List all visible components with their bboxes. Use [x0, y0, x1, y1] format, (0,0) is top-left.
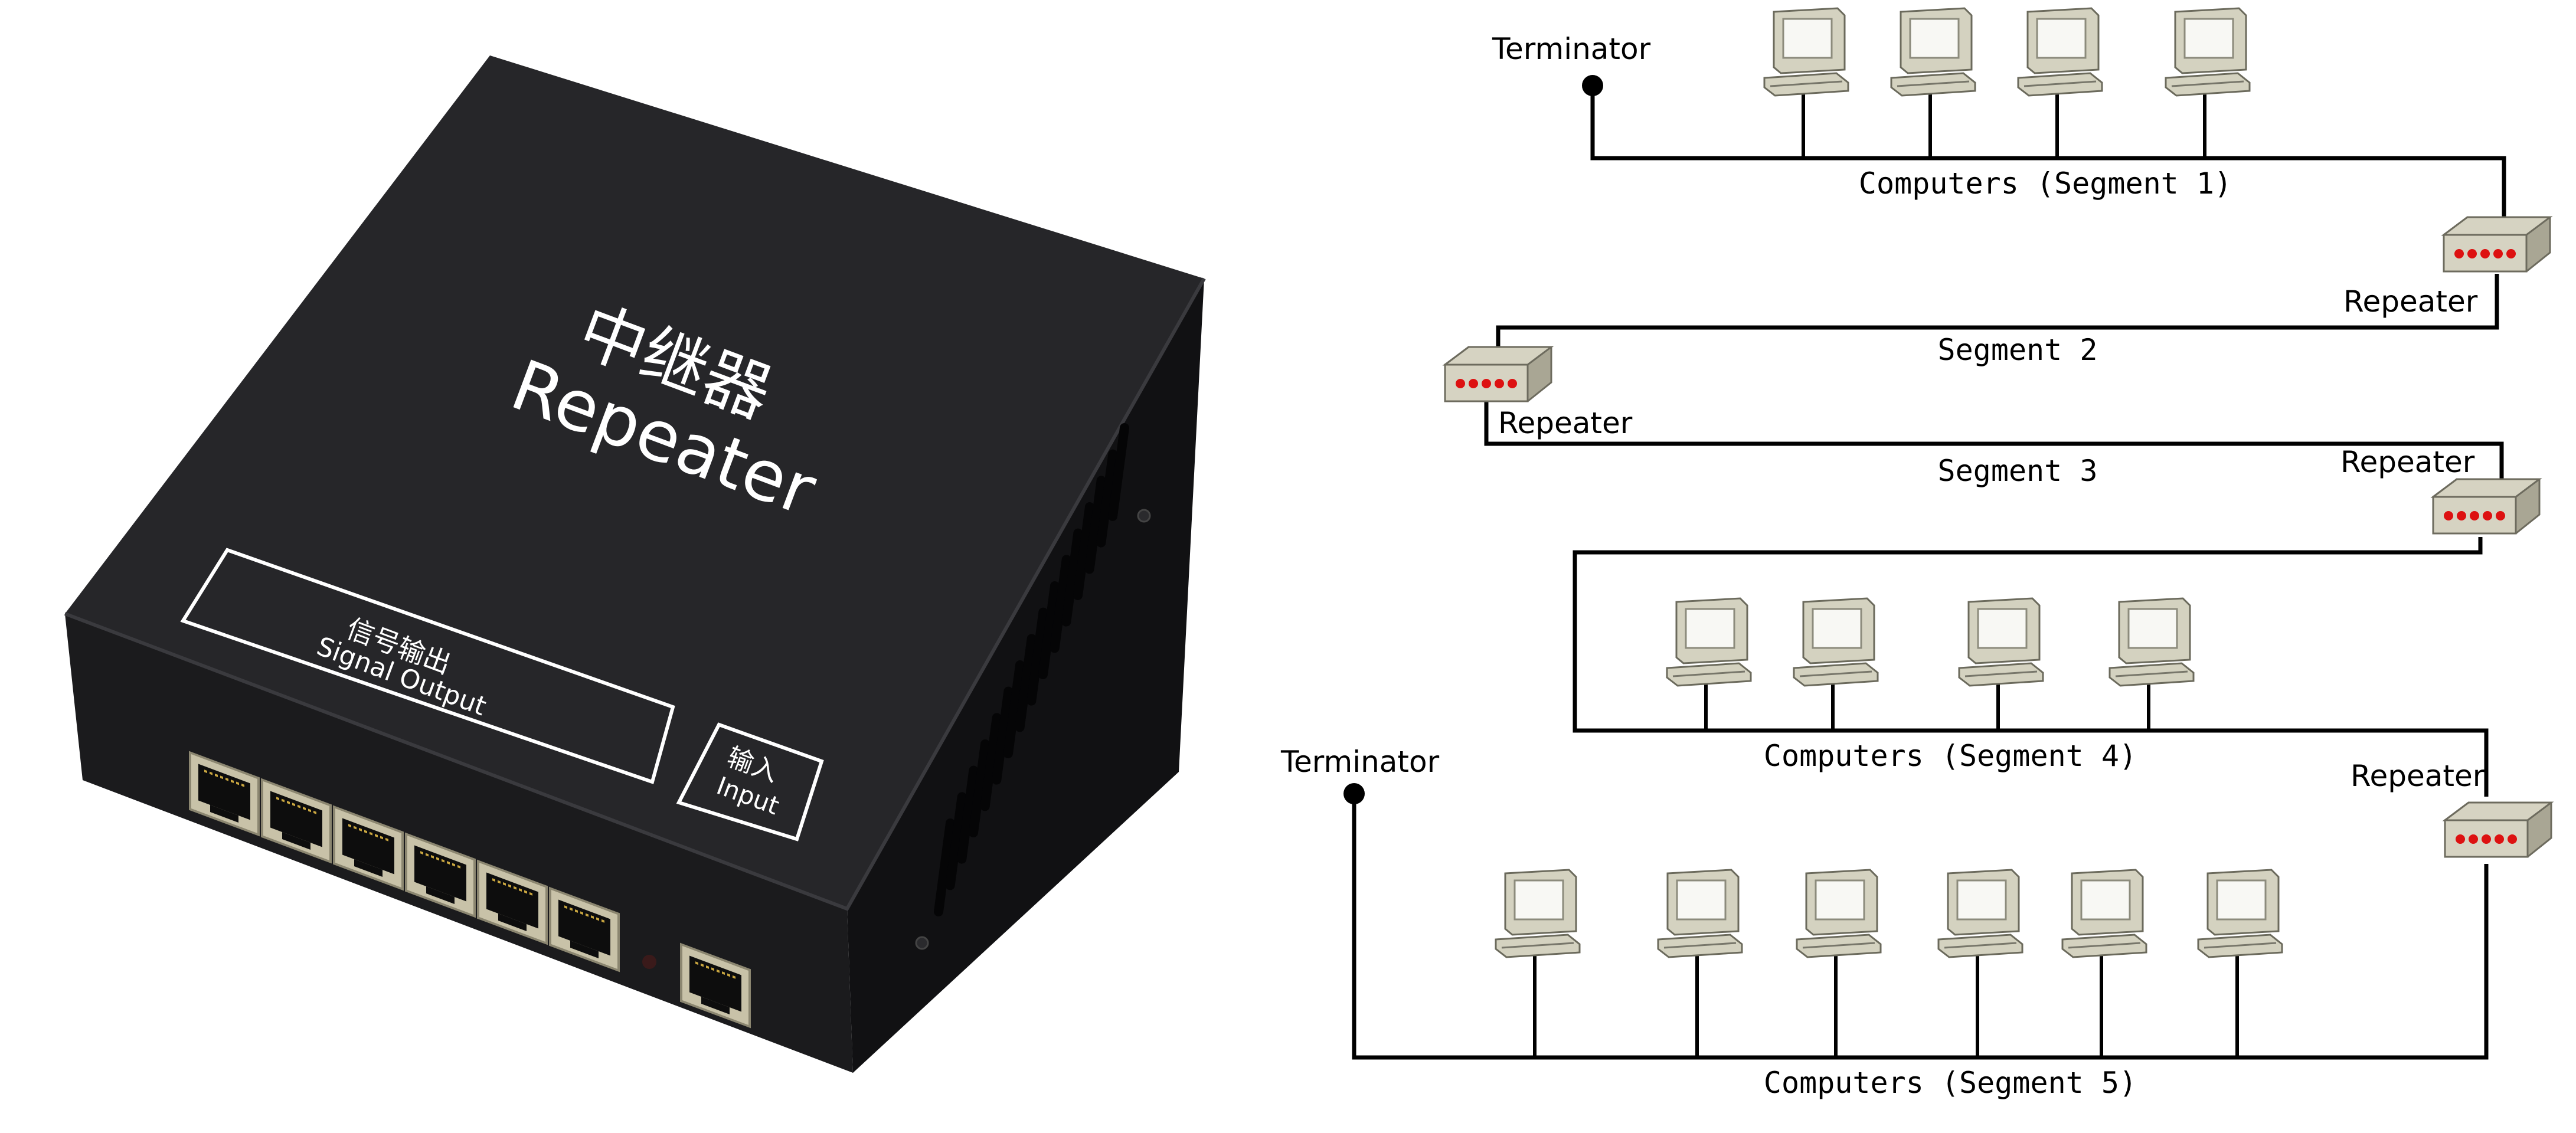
- computer: [2165, 7, 2251, 158]
- repeater-led: [2483, 511, 2492, 520]
- computer: [2061, 869, 2147, 1057]
- input-box: [676, 722, 824, 841]
- ethernet-port: [549, 886, 620, 972]
- vent-slot: [1003, 660, 1025, 758]
- segment3-label: Segment 3: [1938, 454, 2098, 488]
- segment1-cable: [1590, 86, 2506, 236]
- repeater-box: [2442, 801, 2554, 858]
- cables: [1352, 86, 2506, 1060]
- computer: [1495, 869, 1581, 1057]
- repeater4-label: Repeater: [2351, 759, 2485, 793]
- computer: [2108, 597, 2195, 731]
- computer: [1666, 597, 1752, 731]
- segment2-cable: [1496, 274, 2499, 353]
- repeater-device-photo: 中继器 Repeater 信号输出 Signal Output 输入 Input: [64, 55, 1206, 1073]
- repeater3-label: Repeater: [2340, 445, 2475, 479]
- computer: [1958, 597, 2044, 731]
- segment4-cable: [1573, 537, 2489, 797]
- repeater-led: [1469, 379, 1478, 388]
- ethernet-port: [680, 942, 751, 1029]
- ethernet-port: [405, 832, 476, 918]
- computer: [2017, 7, 2103, 158]
- repeater1-label: Repeater: [2343, 284, 2478, 319]
- ethernet-port: [477, 859, 548, 945]
- vent-slot: [1073, 502, 1094, 600]
- signal-output-box: [180, 548, 675, 784]
- terminator-top: [1582, 75, 1603, 96]
- terminator-top-label: Terminator: [1492, 32, 1651, 66]
- repeater-led: [2454, 249, 2464, 258]
- computers: [1495, 7, 2283, 1057]
- repeater2-label: Repeater: [1498, 406, 1633, 440]
- segment5-cable: [1352, 794, 2489, 1060]
- repeater-led: [2493, 249, 2503, 258]
- device-front-panel: [65, 614, 853, 1073]
- computer: [2197, 869, 2283, 1057]
- ethernet-ports: [189, 751, 751, 1029]
- repeater-led: [2496, 511, 2505, 520]
- computer: [1763, 7, 1849, 158]
- vent-slot: [1061, 528, 1083, 627]
- repeater-led: [2480, 249, 2490, 258]
- repeater-led: [2495, 834, 2504, 844]
- repeater-led: [1456, 379, 1465, 388]
- side-vents: [934, 423, 1129, 916]
- vent-slot: [1038, 581, 1060, 679]
- repeater-led: [2482, 834, 2491, 844]
- vent-slot: [934, 818, 955, 916]
- repeaters: [1442, 216, 2554, 858]
- vent-slot: [957, 765, 979, 864]
- segment2-label: Segment 2: [1938, 333, 2098, 367]
- terminator-bottom-label: Terminator: [1280, 745, 1440, 779]
- segment5-label: Computers (Segment 5): [1764, 1066, 2137, 1100]
- repeater-box: [2441, 216, 2553, 273]
- ethernet-port: [189, 751, 260, 837]
- ethernet-port: [261, 778, 332, 864]
- segment4-label: Computers (Segment 4): [1764, 739, 2137, 773]
- repeater-led: [1508, 379, 1517, 388]
- repeater-led: [2444, 511, 2453, 520]
- screw: [915, 936, 929, 950]
- computer: [1890, 7, 1976, 158]
- vent-slot: [1050, 555, 1071, 653]
- computer: [1657, 869, 1743, 1057]
- vent-slot: [980, 713, 1002, 811]
- vent-slot: [945, 792, 967, 890]
- repeater-led: [2469, 834, 2478, 844]
- vent-slot: [992, 686, 1014, 785]
- repeater-led: [1495, 379, 1504, 388]
- segment3-cable: [1484, 401, 2504, 485]
- repeater-led: [2457, 511, 2466, 520]
- vent-slot: [1027, 607, 1048, 706]
- repeater-led: [2508, 834, 2517, 844]
- screw: [1137, 509, 1151, 523]
- vent-slot: [1015, 634, 1037, 732]
- ethernet-port: [333, 805, 404, 891]
- repeater-led: [2456, 834, 2465, 844]
- repeater-led: [2506, 249, 2516, 258]
- repeater-led: [2470, 511, 2479, 520]
- computer: [1796, 869, 1882, 1057]
- repeater-led: [1482, 379, 1491, 388]
- vent-slot: [1108, 423, 1129, 521]
- computer: [1937, 869, 2023, 1057]
- repeater-box: [2430, 478, 2542, 535]
- terminator-bottom: [1343, 783, 1365, 804]
- vent-slot: [1084, 476, 1106, 574]
- network-diagram: Terminator Terminator Computers (Segment…: [1280, 7, 2554, 1100]
- device-top: [65, 55, 1204, 909]
- status-led: [642, 955, 656, 969]
- vent-slot: [1096, 449, 1118, 548]
- repeater-box: [1442, 346, 1554, 402]
- repeater-led: [2467, 249, 2477, 258]
- segment1-label: Computers (Segment 1): [1859, 166, 2232, 201]
- vent-slot: [969, 739, 990, 837]
- computer: [1793, 597, 1879, 731]
